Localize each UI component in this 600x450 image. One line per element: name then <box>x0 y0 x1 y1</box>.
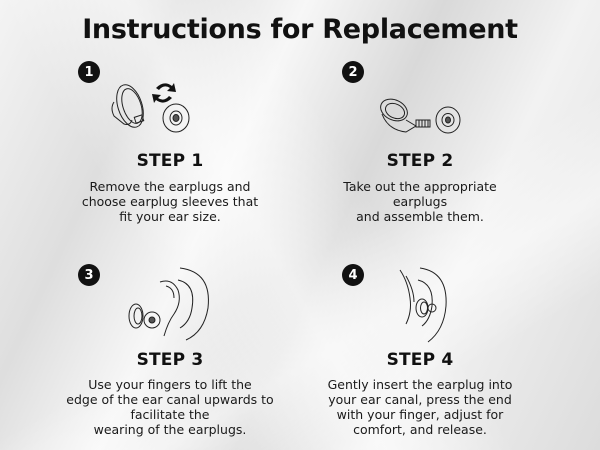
step-1-text: Remove the earplugs and choose earplug s… <box>30 179 310 224</box>
step-2-text: Take out the appropriate earplugs and as… <box>280 179 560 224</box>
step-1-line: choose earplug sleeves that <box>81 194 259 209</box>
step-4-line: comfort, and release. <box>353 422 487 437</box>
step-4-line: your ear canal, press the end <box>328 392 512 407</box>
step-4-line: Gently insert the earplug into <box>327 377 513 392</box>
step-2-heading: STEP 2 <box>386 151 454 171</box>
earbud-assemble-icon <box>380 98 461 134</box>
step-3-badge: 3 <box>78 264 100 286</box>
step-2-line: earplugs <box>392 194 448 209</box>
step-4-line: with your finger, adjust for <box>336 407 504 422</box>
step-3-line: edge of the ear canal upwards to <box>66 392 274 407</box>
step-2-line: and assemble them. <box>356 209 484 224</box>
step-2-badge: 2 <box>342 61 364 83</box>
step-3-line: Use your fingers to lift the <box>88 377 252 392</box>
earbud-swap-icon <box>111 83 190 133</box>
ear-insert-icon <box>399 267 447 343</box>
step-4-badge: 4 <box>342 264 364 286</box>
step-1-line: Remove the earplugs and <box>89 179 251 194</box>
step-4-text: Gently insert the earplug into your ear … <box>280 377 560 437</box>
step-3-heading: STEP 3 <box>136 350 204 370</box>
step-3-line: wearing of the earplugs. <box>93 422 247 437</box>
step-1-badge: 1 <box>78 61 100 83</box>
step-3-text: Use your fingers to lift the edge of the… <box>30 377 310 437</box>
step-4-heading: STEP 4 <box>386 350 454 370</box>
step-1-heading: STEP 1 <box>136 151 204 171</box>
ear-lift-icon <box>128 267 209 341</box>
step-2-line: Take out the appropriate <box>343 179 497 194</box>
page-title: Instructions for Replacement <box>82 14 518 45</box>
step-1-line: fit your ear size. <box>119 209 221 224</box>
step-3-line: facilitate the <box>130 407 210 422</box>
